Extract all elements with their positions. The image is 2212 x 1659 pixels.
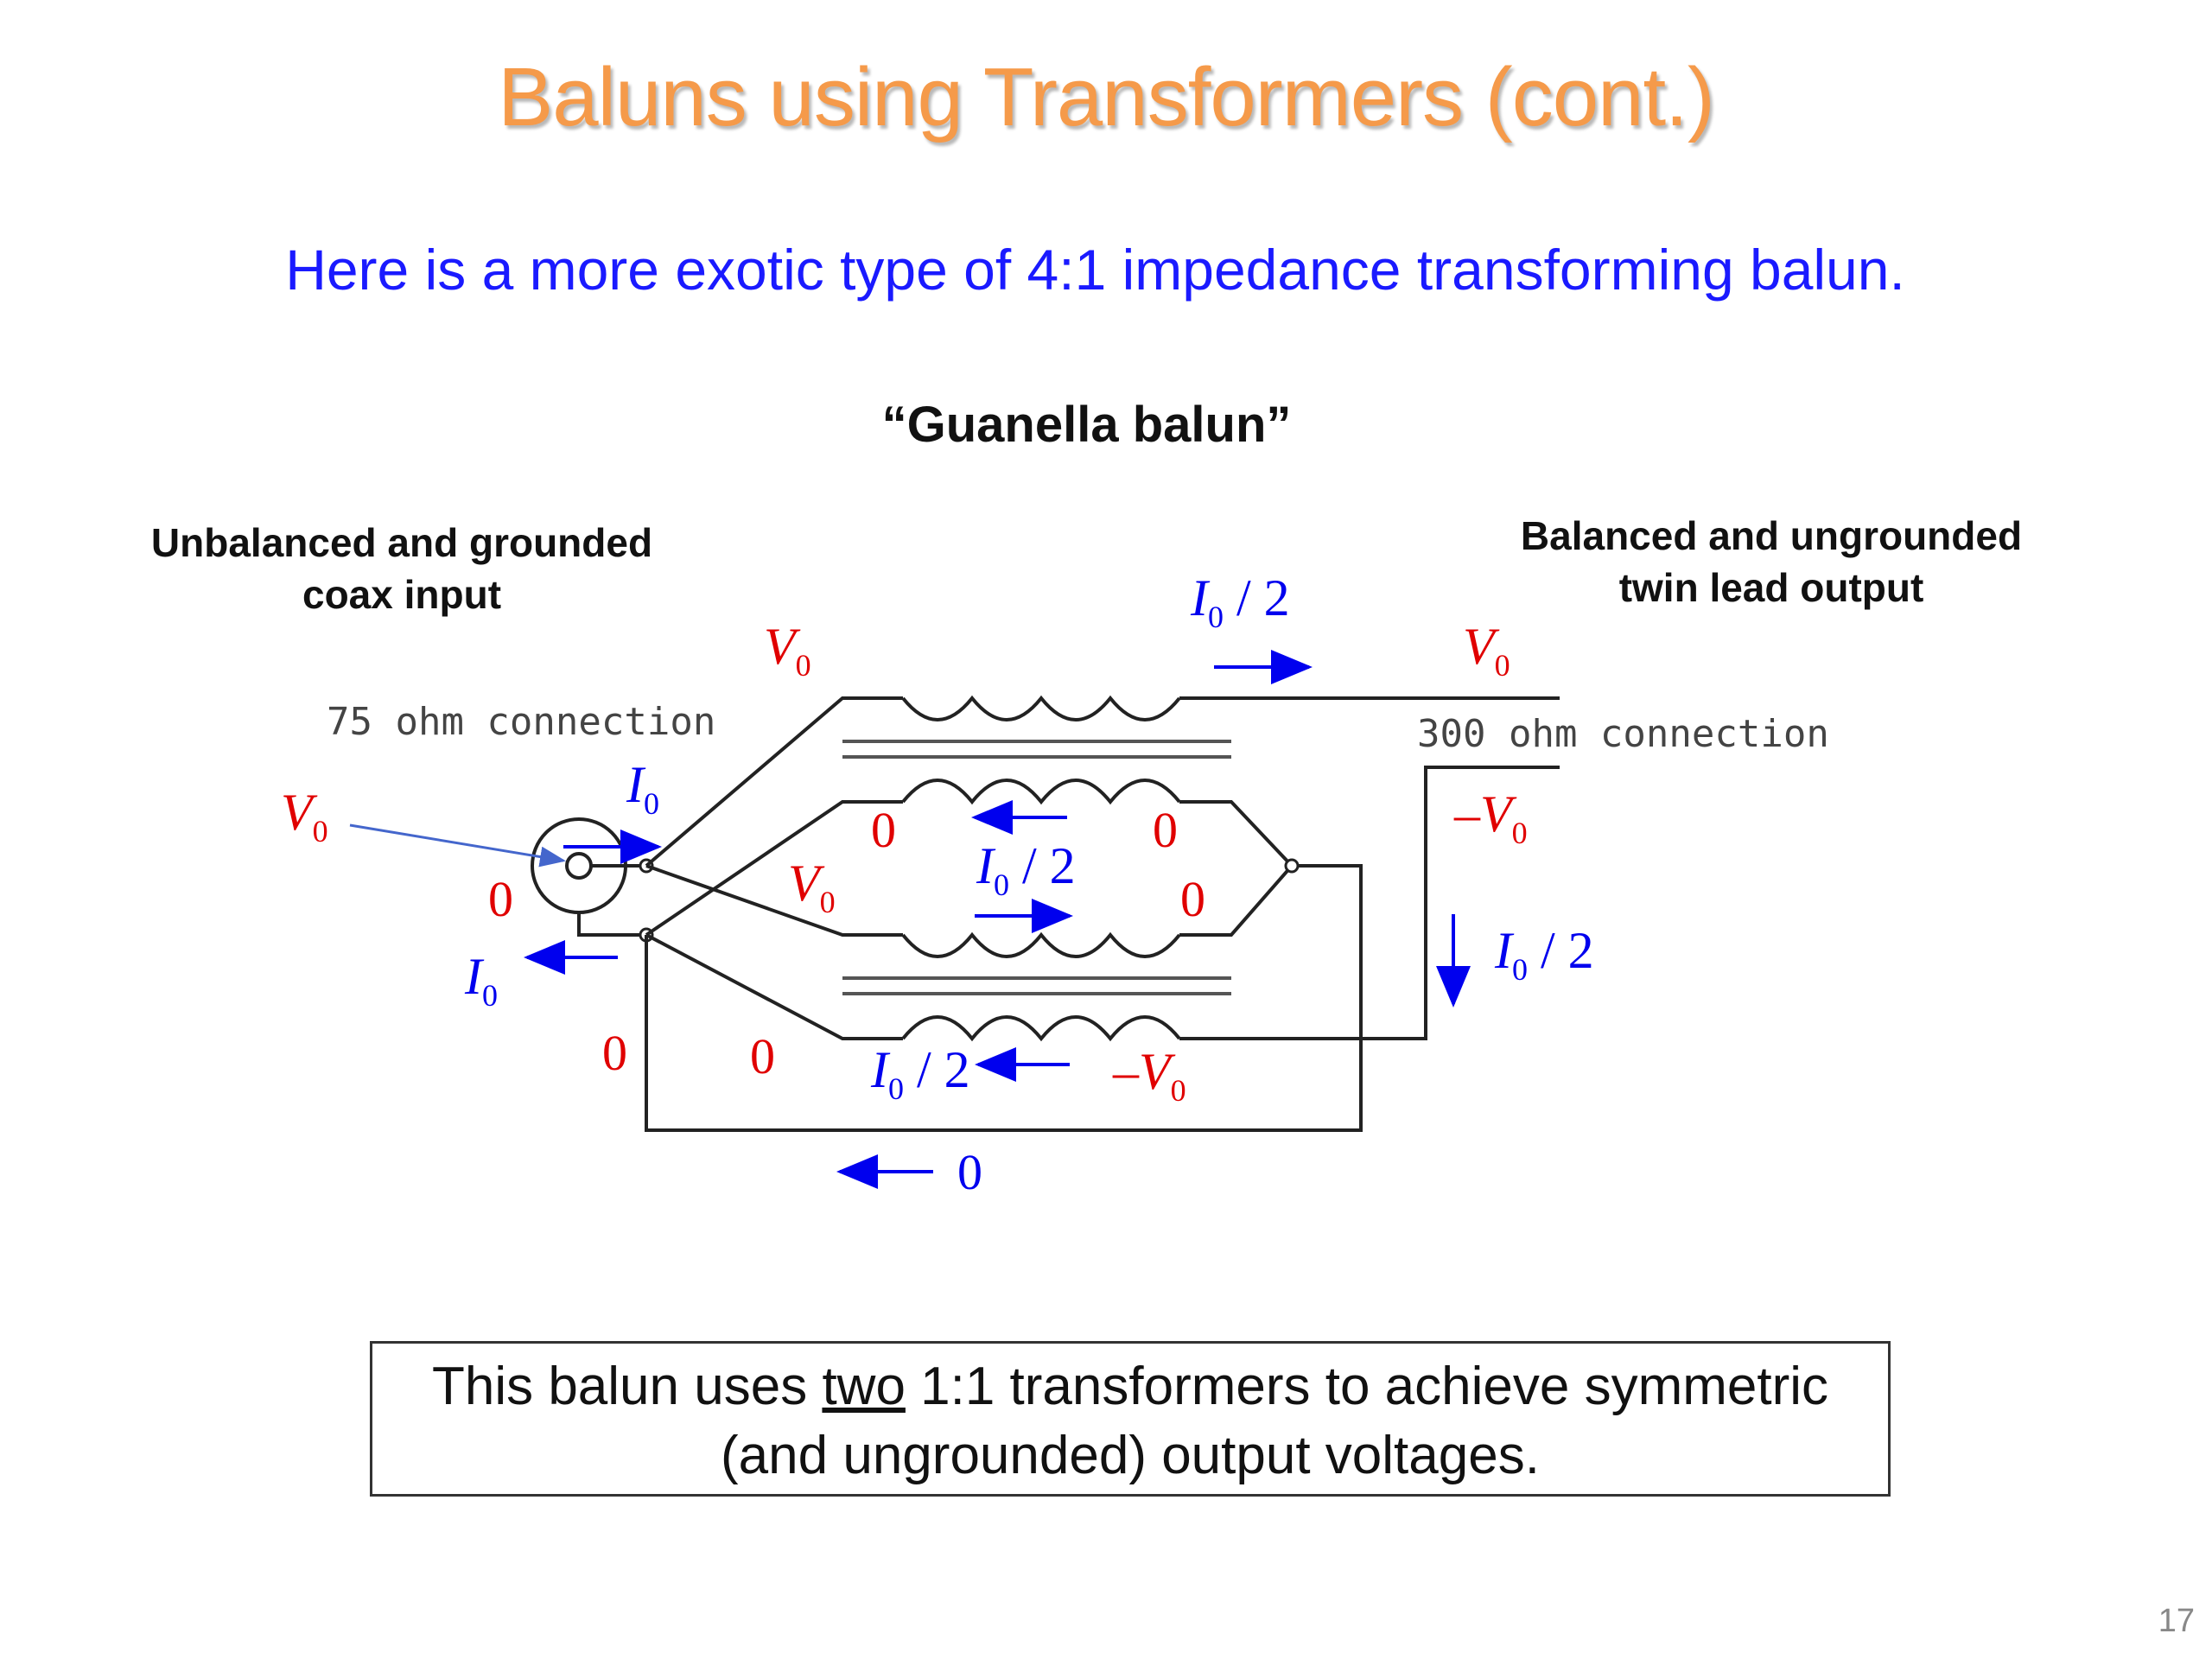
zero-current-label: 0 xyxy=(957,1144,982,1200)
voltage-label: V0 xyxy=(281,784,328,849)
slide-subtitle: Here is a more exotic type of 4:1 impeda… xyxy=(285,238,1905,302)
output-label-line1: Balanced and ungrounded xyxy=(1520,513,2023,558)
output-label: Balanced and ungrounded twin lead output xyxy=(1426,510,2117,613)
circuit-wires xyxy=(645,696,1560,1132)
zero-voltage-label: 0 xyxy=(488,871,513,927)
voltage-label: V0 xyxy=(764,618,811,683)
note-box: This balun uses two 1:1 transformers to … xyxy=(370,1341,1891,1497)
zero-voltage-label: 0 xyxy=(750,1028,775,1084)
coax-connector xyxy=(531,817,654,943)
half-current-label: I0 / 2 xyxy=(870,1041,970,1106)
neg-voltage-label: –V0 xyxy=(1112,1043,1186,1108)
zero-voltage-label: 0 xyxy=(1153,802,1178,858)
input-label: Unbalanced and grounded coax input xyxy=(56,517,747,620)
slide-title: Baluns using Transformers (cont.) xyxy=(498,51,1715,143)
lower-transformer xyxy=(842,931,1231,1042)
output-connection-label: 300 ohm connection xyxy=(1417,712,1829,756)
current-label: I0 xyxy=(464,948,498,1013)
zero-voltage-label: 0 xyxy=(871,802,896,858)
half-current-label: I0 / 2 xyxy=(1190,569,1290,634)
input-label-line1: Unbalanced and grounded xyxy=(150,520,653,565)
input-voltage-pointer xyxy=(349,823,566,868)
diagram-title: “Guanella balun” xyxy=(881,397,1292,453)
zero-voltage-label: 0 xyxy=(602,1025,627,1081)
input-connection-label: 75 ohm connection xyxy=(327,700,715,744)
input-label-line2: coax input xyxy=(302,572,502,617)
voltage-label: V0 xyxy=(1463,618,1510,683)
current-label: I0 xyxy=(626,756,659,821)
half-current-label: I0 / 2 xyxy=(976,837,1076,902)
zero-voltage-label: 0 xyxy=(1180,871,1205,927)
half-current-label: I0 / 2 xyxy=(1494,922,1594,987)
output-label-line2: twin lead output xyxy=(1618,565,1924,610)
neg-voltage-label: –V0 xyxy=(1453,785,1528,850)
page-number: 17 xyxy=(2158,1603,2195,1639)
note-line2: (and ungrounded) output voltages. xyxy=(721,1426,1540,1485)
current-arrows xyxy=(524,650,1471,1189)
voltage-label: V0 xyxy=(788,855,836,919)
upper-transformer xyxy=(842,695,1231,805)
note-line1: This balun uses two 1:1 transformers to … xyxy=(431,1357,1829,1416)
